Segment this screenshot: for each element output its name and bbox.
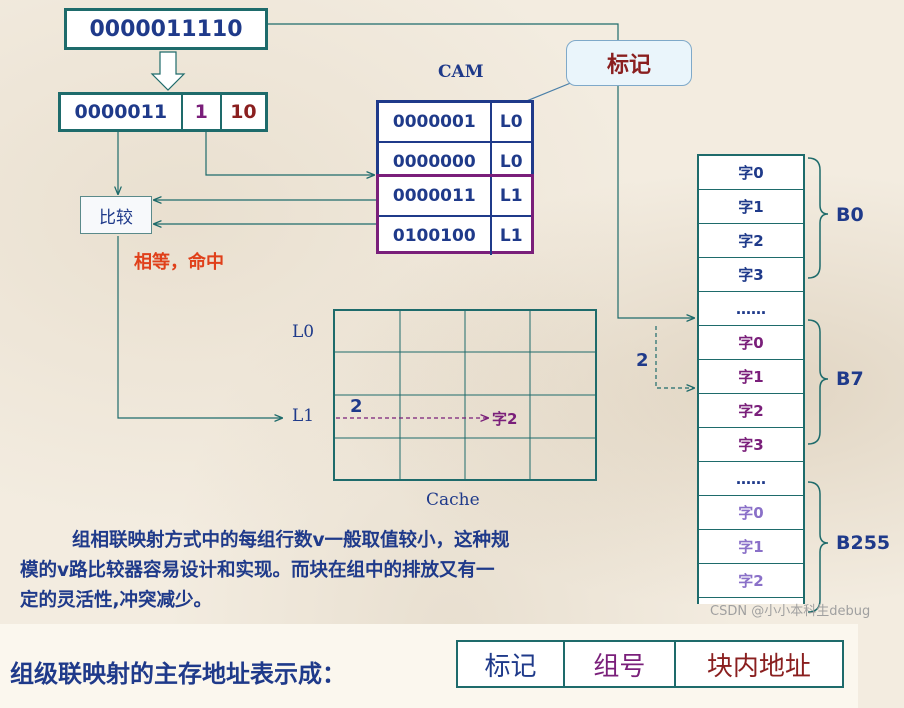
memory-word: 字2 bbox=[699, 394, 803, 428]
memory-offset-number: 2 bbox=[636, 350, 649, 371]
block-label-b255: B255 bbox=[836, 532, 891, 554]
memory-word: 字2 bbox=[699, 564, 803, 598]
cam-line: L0 bbox=[499, 152, 523, 172]
offset-field: 10 bbox=[230, 101, 257, 123]
cam-row: 0000000 L0 bbox=[379, 143, 531, 181]
cache-line-l1: L1 bbox=[292, 406, 315, 426]
paragraph-line: 模的v路比较器容易设计和实现。而块在组中的排放又有一 bbox=[20, 560, 495, 581]
comparator: 比较 bbox=[80, 196, 152, 234]
memory-ellipsis: …… bbox=[699, 462, 803, 496]
tag-callout: 标记 bbox=[566, 40, 692, 86]
memory-ellipsis: …… bbox=[699, 292, 803, 326]
memory-word: 字0 bbox=[699, 496, 803, 530]
memory-word: 字1 bbox=[699, 190, 803, 224]
memory-word: 字0 bbox=[699, 326, 803, 360]
address-fields: 0000011 1 10 bbox=[58, 92, 268, 132]
cam-row: 0000001 L0 bbox=[379, 103, 531, 143]
main-memory-address: 0000011110 bbox=[64, 8, 268, 50]
memory-word: 字1 bbox=[699, 360, 803, 394]
description-paragraph: 组相联映射方式中的每组行数v一般取值较小，这种规 模的v路比较器容易设计和实现。… bbox=[20, 526, 660, 616]
memory-word: 字3 bbox=[699, 258, 803, 292]
cam-row: 0100100 L1 bbox=[379, 217, 531, 255]
cache-title: Cache bbox=[426, 490, 480, 510]
format-offset: 块内地址 bbox=[706, 651, 811, 682]
cam-tag: 0000001 bbox=[379, 103, 492, 141]
cache-word: 字2 bbox=[492, 410, 518, 428]
address-format: 标记 组号 块内地址 bbox=[456, 640, 844, 688]
paragraph-line: 组相联映射方式中的每组行数v一般取值较小，这种规 bbox=[72, 530, 510, 551]
block-label-b0: B0 bbox=[836, 204, 864, 226]
cam-tag: 0100100 bbox=[379, 217, 492, 255]
cam-row: 0000011 L1 bbox=[379, 177, 531, 217]
cam-title: CAM bbox=[438, 62, 484, 82]
cam-line: L1 bbox=[499, 186, 523, 206]
cam-tag: 0000000 bbox=[379, 143, 492, 181]
format-set: 组号 bbox=[565, 642, 676, 686]
format-tag: 标记 bbox=[458, 642, 565, 686]
cam-line: L1 bbox=[499, 226, 523, 246]
cam-set-0: 0000001 L0 0000000 L0 bbox=[376, 100, 534, 181]
watermark: CSDN @小小本科生debug bbox=[710, 604, 871, 619]
memory-word: 字3 bbox=[699, 428, 803, 462]
down-arrow-icon bbox=[150, 51, 186, 91]
paragraph-line: 定的灵活性,冲突减少。 bbox=[20, 590, 213, 611]
main-memory: 字0 字1 字2 字3 …… 字0 字1 字2 字3 …… 字0 字1 字2 字… bbox=[697, 154, 805, 604]
cache-line-l0: L0 bbox=[292, 322, 315, 342]
address-format-label: 组级联映射的主存地址表示成： bbox=[10, 660, 346, 688]
tag-field: 0000011 bbox=[61, 95, 183, 129]
cam-set-1: 0000011 L1 0100100 L1 bbox=[376, 174, 534, 255]
set-field: 1 bbox=[183, 95, 222, 129]
memory-word: 字1 bbox=[699, 530, 803, 564]
cam-line: L0 bbox=[499, 112, 523, 132]
cam-tag: 0000011 bbox=[379, 177, 492, 215]
hit-label: 相等，命中 bbox=[134, 252, 224, 273]
memory-word: 字2 bbox=[699, 224, 803, 258]
cache-offset-number: 2 bbox=[350, 396, 363, 417]
block-label-b7: B7 bbox=[836, 368, 864, 390]
memory-word: 字0 bbox=[699, 156, 803, 190]
